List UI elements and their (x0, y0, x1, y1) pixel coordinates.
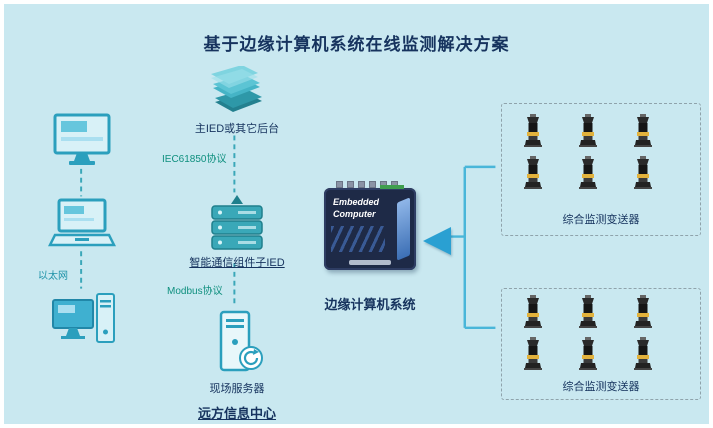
sensor-icon (520, 156, 546, 195)
sensor-icon (520, 337, 546, 376)
pin-icon (336, 181, 343, 188)
monitor-icon (53, 111, 111, 174)
left-arrow-icon (423, 227, 451, 255)
diagram-title: 基于边缘计算机系统在线监测解决方案 (203, 35, 510, 54)
protocol-top-label: IEC61850协议 (162, 154, 227, 165)
pin-icon (347, 181, 354, 188)
sensor-icon (575, 156, 601, 195)
refresh-icon (239, 346, 263, 370)
desktop-icon (52, 292, 116, 371)
sensor-group-2: 综合监测变送器 (501, 288, 701, 400)
field-server-icon (211, 310, 265, 381)
sensor-icon (630, 114, 656, 153)
backend-label: 主IED或其它后台 (194, 123, 280, 135)
remote-info-center-label: 远方信息中心 (197, 406, 277, 421)
sensor-grid (520, 295, 656, 376)
pcb-strip (380, 185, 404, 189)
server-stack-icon (208, 194, 266, 257)
protocol-bottom-label: Modbus协议 (167, 286, 223, 297)
sensor-grid (520, 114, 656, 195)
embedded-computer-device: Embedded Computer (324, 181, 416, 270)
sensor-icon (520, 114, 546, 153)
gateway-label: 智能通信组件子IED (189, 257, 285, 269)
sensor-icon (630, 337, 656, 376)
device-text: Embedded Computer (333, 197, 380, 219)
sensor-icon (630, 156, 656, 195)
sensor-group-label: 综合监测变送器 (562, 214, 640, 226)
sensor-group-label: 综合监测变送器 (562, 381, 640, 393)
field-server-label: 现场服务器 (209, 383, 265, 395)
sensor-icon (520, 295, 546, 334)
device-band (397, 197, 410, 261)
device-stripes (331, 226, 385, 252)
sensor-icon (575, 337, 601, 376)
sensor-icon (575, 114, 601, 153)
pin-icon (369, 181, 376, 188)
device-logo (349, 260, 391, 265)
ethernet-label: 以太网 (38, 271, 68, 282)
sensor-icon (575, 295, 601, 334)
sensor-group-1: 综合监测变送器 (501, 103, 701, 236)
pin-icon (358, 181, 365, 188)
edge-computer-label: 边缘计算机系统 (324, 297, 416, 312)
database-layers-icon (206, 65, 268, 123)
sensor-icon (630, 295, 656, 334)
laptop-icon (47, 198, 117, 257)
